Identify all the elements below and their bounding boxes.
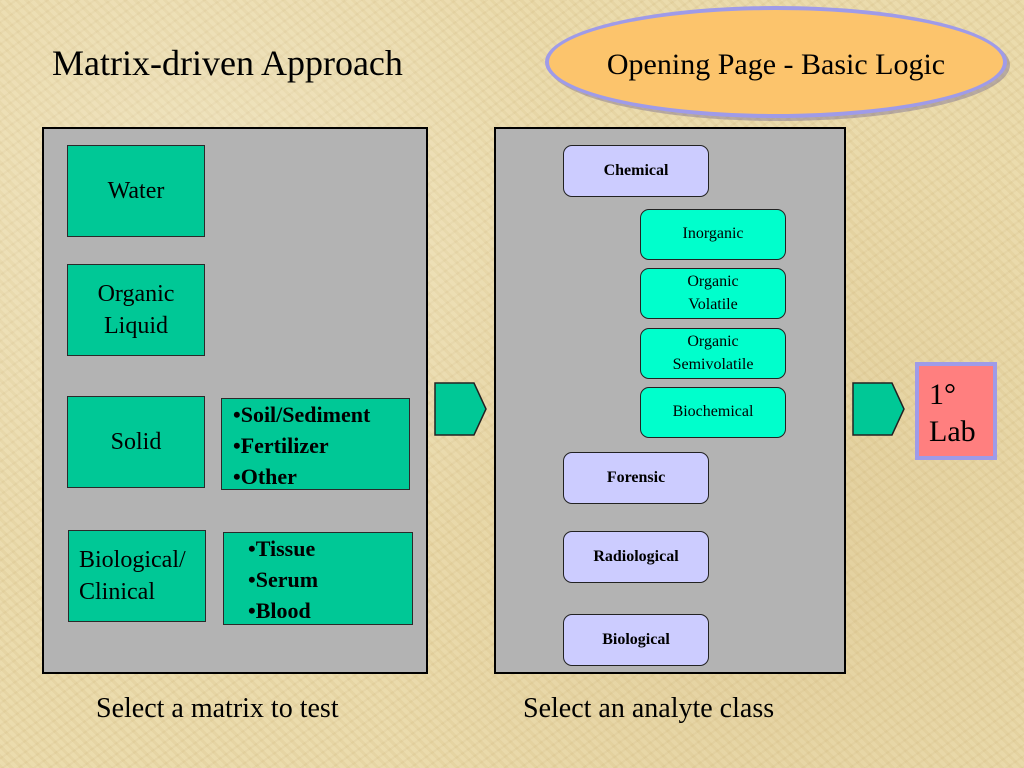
analyte-caption: Select an analyte class (523, 693, 775, 724)
analyte-biological-button[interactable]: Biological (563, 614, 709, 666)
badge-label: Opening Page - Basic Logic (606, 48, 946, 81)
matrix-caption: Select a matrix to test (96, 693, 339, 724)
primary-lab-box[interactable]: 1° Lab (915, 362, 997, 460)
lab-line-2: Lab (929, 415, 976, 448)
chemical-inorganic-button[interactable]: Inorganic (640, 209, 786, 260)
arrow-right-icon (852, 382, 905, 436)
chemical-organic-volatile-button[interactable]: Organic Volatile (640, 268, 786, 319)
list-item[interactable]: •Other (233, 464, 297, 489)
list-item[interactable]: •Serum (248, 567, 319, 592)
biological-subtype-list: •Tissue •Serum •Blood (223, 532, 413, 625)
matrix-solid-button[interactable]: Solid (67, 396, 205, 488)
list-item[interactable]: •Soil/Sediment (233, 402, 371, 427)
matrix-biological-clinical-button[interactable]: Biological/ Clinical (68, 530, 206, 622)
matrix-organic-liquid-button[interactable]: Organic Liquid (67, 264, 205, 356)
solid-subtype-list: •Soil/Sediment •Fertilizer •Other (221, 398, 410, 490)
analyte-radiological-button[interactable]: Radiological (563, 531, 709, 583)
opening-page-badge: Opening Page - Basic Logic (545, 6, 1007, 118)
lab-line-1: 1° (929, 378, 956, 411)
analyte-chemical-button[interactable]: Chemical (563, 145, 709, 197)
chemical-organic-semivolatile-button[interactable]: Organic Semivolatile (640, 328, 786, 379)
list-item[interactable]: •Fertilizer (233, 433, 329, 458)
matrix-water-button[interactable]: Water (67, 145, 205, 237)
analyte-forensic-button[interactable]: Forensic (563, 452, 709, 504)
arrow-right-icon (434, 382, 487, 436)
list-item[interactable]: •Blood (248, 598, 311, 623)
page-title: Matrix-driven Approach (52, 43, 403, 83)
chemical-biochemical-button[interactable]: Biochemical (640, 387, 786, 438)
list-item[interactable]: •Tissue (248, 536, 316, 561)
